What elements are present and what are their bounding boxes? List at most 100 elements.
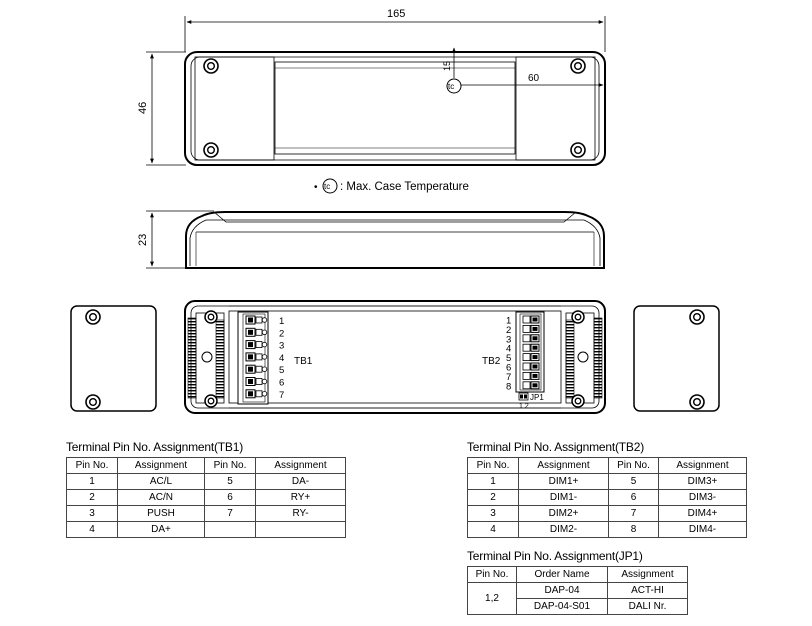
top-view: 165 46 15 60 tc <box>137 8 606 166</box>
table-cell: 1 <box>467 473 519 490</box>
table-cell: DA+ <box>117 521 205 538</box>
jp1-table: Pin No. Order Name Assignment 1,2 DAP-04… <box>467 566 688 615</box>
table-cell: RY- <box>255 505 346 522</box>
tb1-table: Pin No. Assignment Pin No. Assignment 1 … <box>66 457 346 538</box>
tb2-pin-number: 2 <box>506 325 511 336</box>
tb2-terminal-slot <box>522 334 540 343</box>
table-row: 1 DIM1+ 5 DIM3+ <box>467 473 747 490</box>
screw-icon <box>204 394 218 408</box>
table-row: 2 DIM1- 6 DIM3- <box>467 489 747 506</box>
screw-icon <box>203 142 219 158</box>
tb1-terminal-slot <box>245 352 268 362</box>
table-header-cell: Assignment <box>607 566 688 583</box>
table-header-row: Pin No. Assignment Pin No. Assignment <box>467 457 747 474</box>
tb2-terminal-slot <box>522 381 540 390</box>
tb1-pin-number: 2 <box>279 328 284 339</box>
tb1-terminal-slot <box>245 389 268 399</box>
table-cell <box>255 521 346 538</box>
table-row: 4 DA+ <box>66 521 346 538</box>
tb2-terminal-slot <box>522 353 540 362</box>
screw-icon <box>571 310 585 324</box>
label-panel <box>274 61 516 155</box>
table-header-cell: Pin No. <box>467 566 517 583</box>
tb2-terminal-slot <box>522 343 540 352</box>
table-header-cell: Assignment <box>518 457 609 474</box>
tb1-pin-number: 5 <box>279 365 284 376</box>
tb1-table-title: Terminal Pin No. Assignment(TB1) <box>66 440 243 454</box>
table-cell: 8 <box>608 521 659 538</box>
table-cell <box>204 521 256 538</box>
table-cell: 2 <box>66 489 118 506</box>
table-header-cell: Order Name <box>516 566 608 583</box>
table-cell: AC/N <box>117 489 205 506</box>
table-cell: ACT-HI <box>607 582 688 599</box>
tc-offset-y-label: 15 <box>442 61 452 71</box>
table-cell: DIM2- <box>518 521 609 538</box>
screw-icon <box>204 310 218 324</box>
table-header-cell: Assignment <box>658 457 747 474</box>
height-dim-label: 23 <box>137 234 149 246</box>
table-cell: DIM4+ <box>658 505 747 522</box>
table-cell: DAP-04 <box>516 582 608 599</box>
table-cell: DIM3+ <box>658 473 747 490</box>
tb1-pin-number: 1 <box>279 316 284 327</box>
tb1-terminal-slot <box>245 364 268 374</box>
tb2-pin-number: 6 <box>506 363 511 374</box>
housing-top <box>184 51 606 166</box>
tb2-terminal-slot <box>522 324 540 333</box>
tb2-pin-number: 5 <box>506 353 511 364</box>
tb1-pin-number: 6 <box>279 378 284 389</box>
length-dim-label: 165 <box>387 8 405 20</box>
housing-side <box>185 211 605 269</box>
table-header-row: Pin No. Order Name Assignment <box>467 566 688 583</box>
table-header-row: Pin No. Assignment Pin No. Assignment <box>66 457 346 474</box>
table-row: 1,2 DAP-04 ACT-HI <box>467 582 688 615</box>
tb2-pin-number: 1 <box>506 316 511 327</box>
width-dim-label: 46 <box>137 102 149 114</box>
tb2-label: TB2 <box>482 356 501 367</box>
tc-legend: • tc : Max. Case Temperature <box>314 178 469 194</box>
jp1-table-title: Terminal Pin No. Assignment(JP1) <box>467 549 643 563</box>
tb1-label: TB1 <box>294 356 313 367</box>
svg-text:•: • <box>314 182 318 193</box>
table-cell: DA- <box>255 473 346 490</box>
table-header-cell: Pin No. <box>608 457 659 474</box>
tb2-pin-number: 7 <box>506 372 511 383</box>
table-header-cell: Assignment <box>117 457 205 474</box>
table-cell: DIM3- <box>658 489 747 506</box>
screw-icon <box>203 58 219 74</box>
table-cell: 2 <box>467 489 519 506</box>
left-end-cover <box>70 305 157 412</box>
tb2-pin-number: 4 <box>506 344 511 355</box>
table-header-cell: Pin No. <box>204 457 256 474</box>
tc-legend-text: : Max. Case Temperature <box>340 181 469 193</box>
table-cell: DALI Nr. <box>607 598 688 615</box>
tb2-pin-number: 3 <box>506 334 511 345</box>
tb1-pin-number: 3 <box>279 341 284 352</box>
table-cell: 3 <box>467 505 519 522</box>
table-cell: 4 <box>66 521 118 538</box>
table-cell: DAP-04-S01 <box>516 598 608 615</box>
table-cell: RY+ <box>255 489 346 506</box>
svg-text:tc: tc <box>324 182 330 191</box>
tb2-terminal-slot <box>522 371 540 380</box>
table-cell: PUSH <box>117 505 205 522</box>
tb1-pin-number: 7 <box>279 390 284 401</box>
table-cell: AC/L <box>117 473 205 490</box>
tb2-table: Pin No. Assignment Pin No. Assignment 1 … <box>467 457 747 538</box>
table-cell: 4 <box>467 521 519 538</box>
table-cell: DIM1- <box>518 489 609 506</box>
tb2-connector <box>515 311 545 393</box>
table-row: 2 AC/N 6 RY+ <box>66 489 346 506</box>
table-row: 1 AC/L 5 DA- <box>66 473 346 490</box>
table-cell: 1,2 <box>467 582 517 615</box>
screw-icon <box>689 394 705 410</box>
table-cell: 6 <box>608 489 659 506</box>
screw-icon <box>570 142 586 158</box>
screw-icon <box>689 309 705 325</box>
tb1-pin-number: 4 <box>279 353 284 364</box>
jp1-pin-numbers: 1 2 <box>519 403 529 410</box>
